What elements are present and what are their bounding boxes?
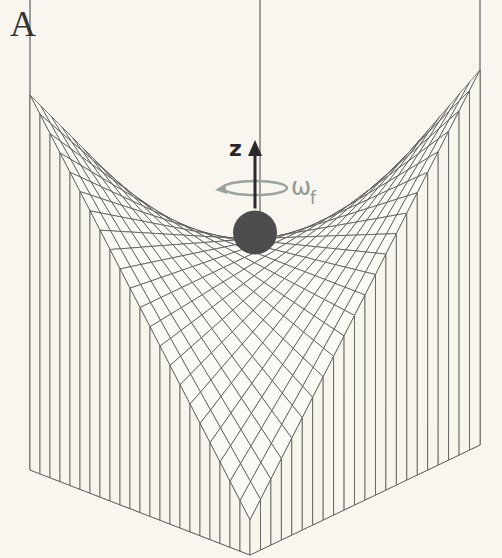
- mesh-skirt: [438, 131, 448, 465]
- mesh-skirt: [120, 269, 130, 509]
- mesh-skirt: [40, 114, 50, 477]
- rotation-label: ω: [291, 175, 311, 199]
- z-axis-head: [248, 140, 262, 156]
- mesh-skirt: [470, 70, 481, 450]
- mesh-skirt: [110, 250, 120, 505]
- ball-and-axis: [215, 140, 287, 255]
- mesh-skirt: [459, 91, 469, 456]
- mesh-skirt: [50, 134, 60, 482]
- mesh-skirt: [334, 336, 345, 515]
- mesh-skirt: [150, 327, 160, 520]
- mesh-skirt: [70, 172, 80, 489]
- mesh-skirt: [417, 172, 427, 475]
- panel-letter: A: [10, 6, 36, 42]
- mesh-skirt: [261, 479, 271, 550]
- mesh-skirt: [313, 377, 324, 525]
- mesh-skirt: [170, 366, 180, 529]
- mesh-skirt: [190, 404, 200, 536]
- mesh-skirt: [407, 193, 418, 480]
- mesh-skirt: [428, 152, 439, 470]
- mesh-skirt: [396, 213, 406, 485]
- mesh-skirt: [386, 234, 397, 490]
- mesh-skirt: [271, 459, 282, 545]
- mesh-skirt: [355, 295, 366, 505]
- rotation-subscript: f: [310, 190, 316, 207]
- mesh-skirt: [240, 501, 250, 555]
- mesh-skirt: [292, 418, 303, 535]
- axis-label: z: [229, 138, 242, 160]
- mesh-skirt: [281, 438, 291, 540]
- mesh-skirt: [250, 500, 261, 556]
- mesh-skirt: [180, 385, 190, 532]
- mesh-skirt: [344, 316, 354, 511]
- mesh-skirt: [365, 275, 376, 501]
- mesh-skirt: [80, 192, 90, 494]
- z-axis: [254, 152, 257, 209]
- saddle-mesh: [30, 70, 480, 555]
- rotation-arrowhead: [215, 184, 227, 194]
- box-frame: [30, 0, 480, 555]
- mesh-skirt: [90, 211, 100, 497]
- mesh-skirt: [210, 443, 220, 544]
- mesh-skirt: [100, 230, 110, 501]
- mesh-skirt: [449, 111, 460, 460]
- mesh-skirt: [130, 288, 140, 512]
- mesh-skirt: [376, 254, 386, 495]
- mesh-skirt: [140, 308, 150, 517]
- mesh-skirt: [302, 397, 312, 530]
- ball: [233, 211, 277, 255]
- mesh-skirt: [200, 423, 210, 539]
- mesh-skirt: [323, 356, 333, 520]
- mesh-skirt: [220, 462, 230, 547]
- mesh-skirt: [160, 346, 170, 524]
- mesh-skirt: [30, 95, 40, 474]
- mesh-skirt: [230, 481, 240, 551]
- mesh-skirt: [60, 153, 70, 486]
